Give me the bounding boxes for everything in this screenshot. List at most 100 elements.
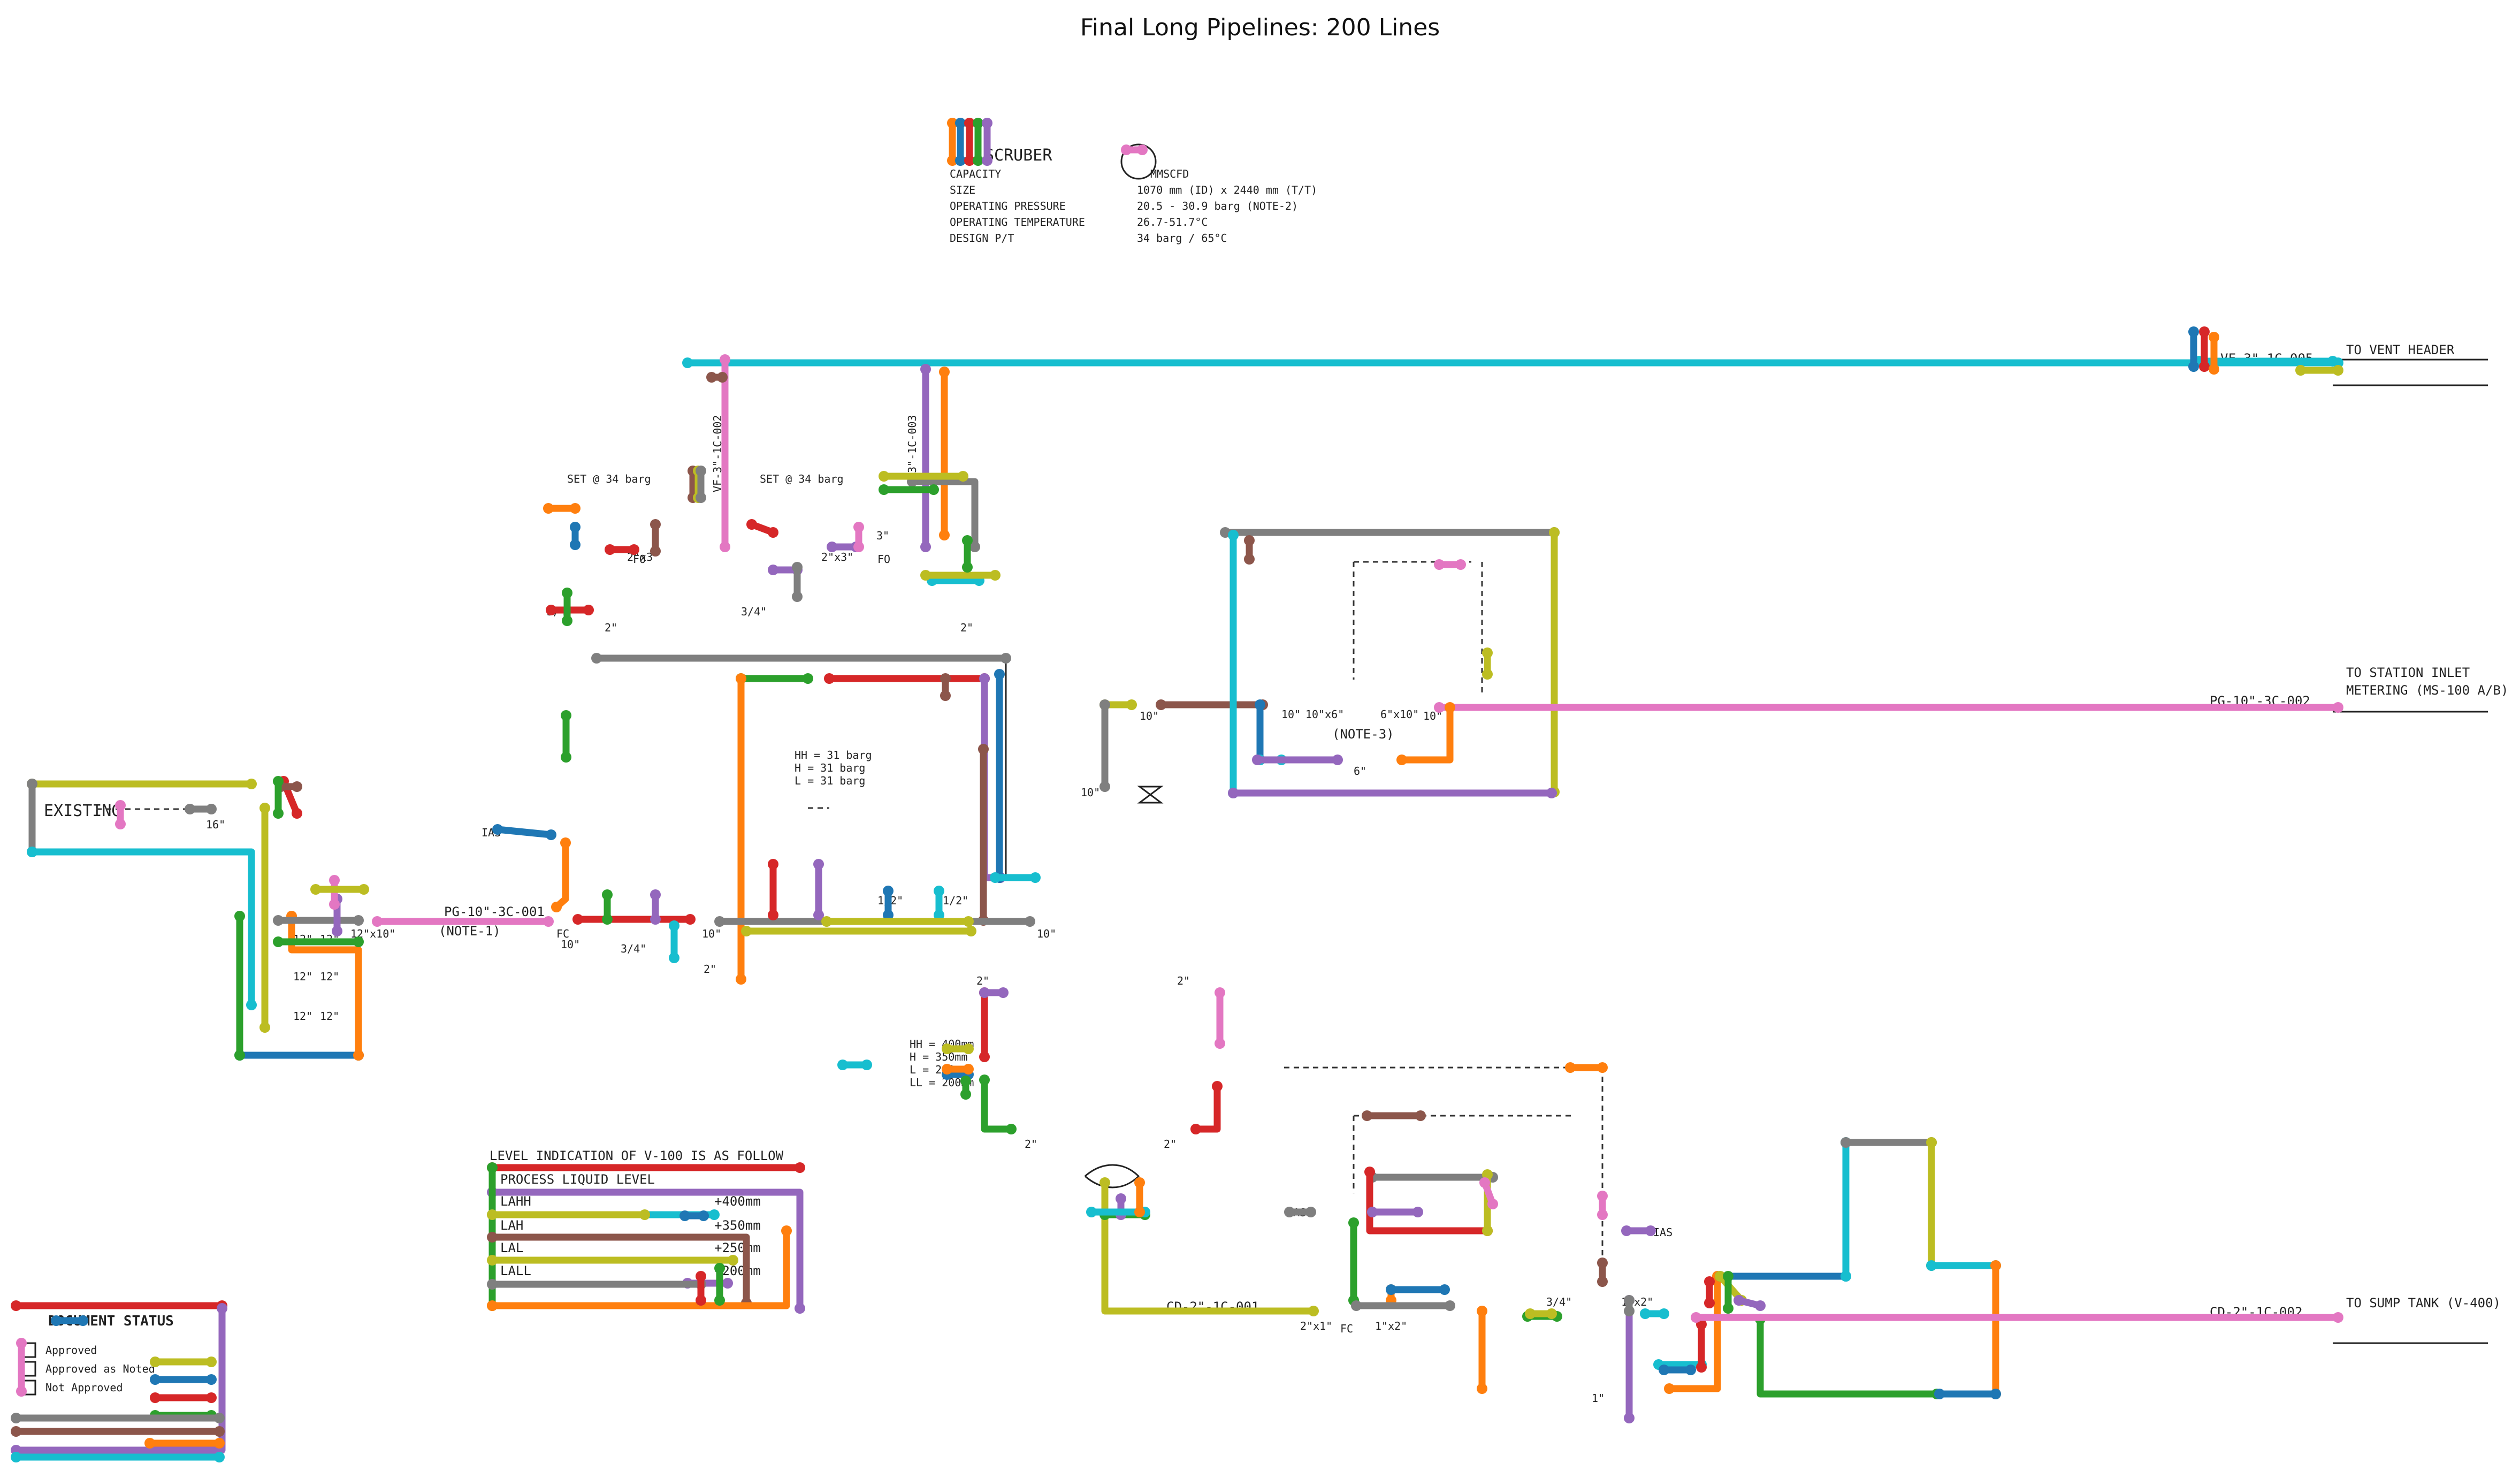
- pipeline-start-node: [1549, 527, 1560, 538]
- size-12-c: 12": [293, 970, 312, 983]
- pipeline-end-node: [1001, 653, 1011, 664]
- pipeline-start-node: [1099, 1177, 1110, 1188]
- size-12-d: 12": [320, 970, 339, 983]
- pipeline-start-node: [650, 519, 661, 530]
- pipeline-segment: [1757, 1315, 1941, 1398]
- pipeline-start-node: [650, 889, 661, 900]
- pipeline-end-node: [650, 546, 661, 557]
- pipeline-67: [543, 503, 581, 514]
- pipeline-end-node: [292, 781, 302, 792]
- size-12-e: 12": [293, 1010, 312, 1023]
- pipeline-33: [741, 926, 976, 936]
- pipeline-start-node: [837, 1060, 848, 1070]
- pipeline-end-node: [214, 1438, 225, 1449]
- pipeline-start-node: [978, 744, 989, 755]
- pipeline-end-node: [768, 527, 778, 538]
- pipeline-start-node: [821, 916, 832, 927]
- pipeline-10: [939, 367, 950, 540]
- pipeline-end-node: [583, 605, 594, 615]
- existing-label: EXISTING: [44, 802, 121, 820]
- pipeline-39: [372, 916, 554, 927]
- pipeline-119: [1284, 1207, 1316, 1217]
- pipeline-start-node: [562, 588, 572, 598]
- inlet-line-tag: PG-10"-3C-001: [444, 904, 545, 919]
- pipeline-start-node: [1215, 987, 1225, 998]
- pipeline-start-node: [605, 544, 615, 555]
- pipeline-start-node: [1734, 1295, 1744, 1306]
- pipeline-end-node: [1030, 872, 1041, 883]
- pipeline-end-node: [2188, 361, 2199, 372]
- pipeline-120: [1477, 1306, 1487, 1394]
- pipeline-22: [1121, 144, 1148, 155]
- pipeline-91: [1434, 559, 1466, 570]
- equipment-bubble: [1120, 143, 1157, 180]
- pipeline-start-node: [487, 1162, 498, 1173]
- pipeline-start-node: [11, 1300, 21, 1311]
- pipeline-end-node: [570, 539, 581, 550]
- pipeline-start-node: [487, 1255, 498, 1266]
- pipeline-start-node: [1348, 1217, 1359, 1228]
- pipeline-end-node: [966, 926, 976, 936]
- pipeline-start-node: [560, 837, 571, 848]
- pipeline-start-node: [973, 118, 983, 128]
- pipeline-93: [979, 987, 990, 1062]
- pipeline-29: [994, 669, 1005, 883]
- pipeline-start-node: [1926, 1260, 1937, 1271]
- pipeline-start-node: [492, 824, 503, 835]
- pipeline-90: [1396, 702, 1455, 765]
- pipeline-start-node: [259, 803, 270, 813]
- status-approved: Approved: [45, 1344, 97, 1357]
- size-2x3-b: 2"x3": [821, 551, 853, 563]
- size-2-g: 2": [960, 621, 973, 634]
- status-not-approved: Not Approved: [45, 1381, 123, 1394]
- pipeline-115: [1348, 1217, 1359, 1306]
- pipeline-end-node: [561, 752, 571, 763]
- pipeline-end-node: [963, 916, 974, 927]
- pipeline-7: [720, 354, 730, 552]
- pipeline-start-node: [372, 916, 383, 927]
- size-10-b: 10": [702, 927, 721, 940]
- pipeline-segment: [488, 1227, 790, 1309]
- level-row-val-1: +350mm: [714, 1218, 761, 1233]
- pipeline-37: [934, 886, 944, 920]
- pipeline-end-node: [1659, 1308, 1669, 1319]
- pipeline-end-node: [960, 1089, 971, 1100]
- pipeline-start-node: [150, 1392, 161, 1403]
- size-10-f: 10": [1281, 708, 1301, 721]
- pipeline-start-node: [1934, 1389, 1945, 1399]
- pipeline-end-node: [963, 1064, 974, 1075]
- pipeline-start-node: [768, 565, 778, 575]
- pipeline-start-node: [1723, 1271, 1734, 1282]
- pipeline-55: [273, 936, 364, 947]
- pipeline-start-node: [669, 920, 679, 931]
- pipeline-127: [1664, 1271, 1723, 1394]
- pipeline-segment: [1101, 1179, 1317, 1315]
- pipeline-layer: [11, 118, 2343, 1462]
- pipeline-end-node: [2327, 356, 2338, 367]
- vessel-level-l: L = 31 barg: [795, 774, 865, 787]
- pipeline-start-node: [561, 710, 571, 721]
- pipeline-start-node: [1099, 699, 1110, 710]
- pipeline-end-node: [214, 1452, 225, 1462]
- pipeline-start-node: [1664, 1383, 1675, 1394]
- pipeline-end-node: [292, 808, 302, 819]
- pipeline-89: [1434, 702, 2343, 713]
- pipeline-38: [821, 916, 974, 927]
- pipeline-start-node: [273, 936, 284, 947]
- note1-label: (NOTE-1): [439, 924, 501, 939]
- pipeline-end-node: [685, 914, 696, 925]
- pipeline-52: [259, 803, 270, 1033]
- pipeline-start-node: [543, 503, 554, 514]
- pipeline-start-node: [940, 673, 951, 684]
- pipeline-19: [964, 118, 975, 166]
- pipeline-start-node: [1624, 1295, 1635, 1306]
- pipeline-start-node: [144, 1438, 155, 1449]
- pipeline-50: [234, 1050, 364, 1061]
- pipeline-31: [990, 872, 1041, 883]
- pipeline-start-node: [942, 1064, 952, 1075]
- pipeline-106: [1116, 1193, 1126, 1220]
- pipeline-end-node: [353, 936, 364, 947]
- pipeline-start-node: [1597, 1191, 1608, 1201]
- size-2-f: 2": [605, 621, 617, 634]
- pipeline-start-node: [1086, 1207, 1097, 1217]
